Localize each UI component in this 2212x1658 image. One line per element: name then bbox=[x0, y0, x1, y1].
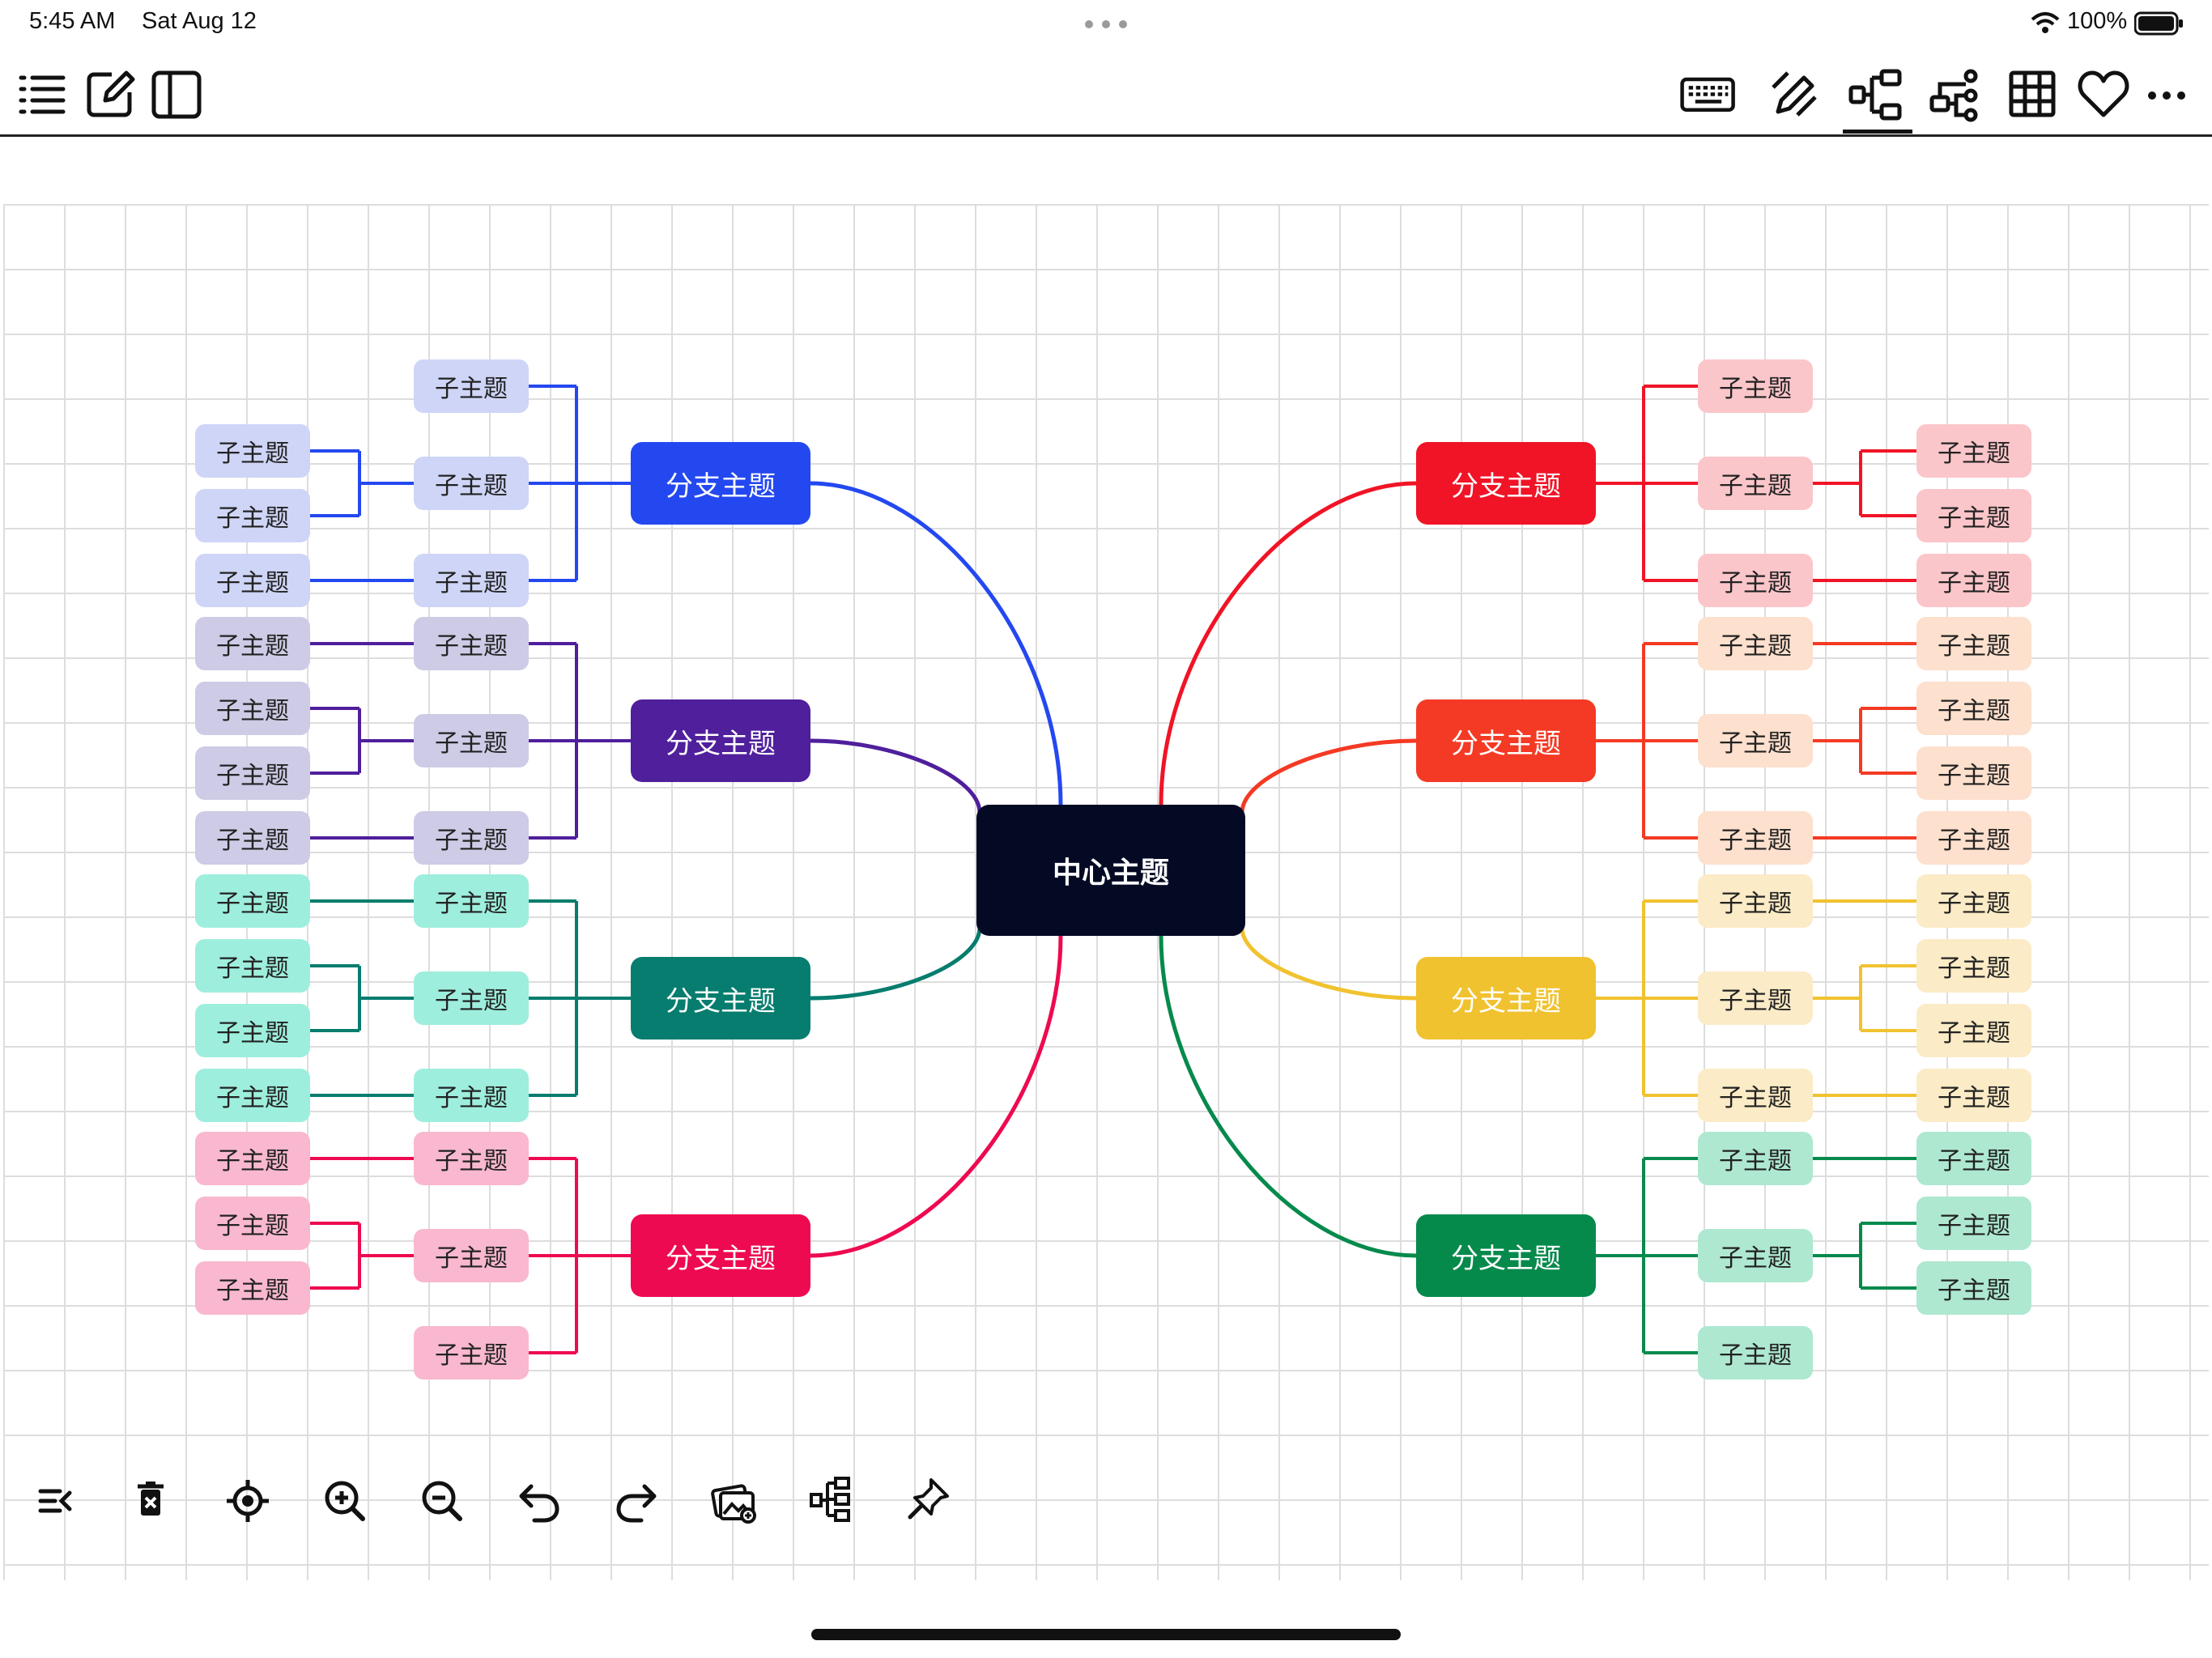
branch-topic[interactable]: 分支主题 bbox=[1416, 699, 1596, 782]
subtopic[interactable]: 子主题 bbox=[414, 554, 529, 607]
locate-center-icon[interactable] bbox=[214, 1465, 282, 1533]
subtopic-level2[interactable]: 子主题 bbox=[195, 811, 310, 865]
wifi-icon bbox=[2031, 11, 2060, 34]
status-time: 5:45 AM bbox=[29, 8, 116, 34]
subtopic-level2[interactable]: 子主题 bbox=[195, 424, 310, 478]
branch-topic[interactable]: 分支主题 bbox=[631, 1214, 810, 1297]
subtopic-level2[interactable]: 子主题 bbox=[195, 617, 310, 670]
subtopic-level2[interactable]: 子主题 bbox=[1916, 811, 2031, 865]
subtopic[interactable]: 子主题 bbox=[1698, 1229, 1813, 1282]
outline-list-icon[interactable] bbox=[13, 65, 71, 123]
home-indicator bbox=[811, 1629, 1401, 1640]
subtopic[interactable]: 子主题 bbox=[1698, 1069, 1813, 1122]
subtopic[interactable]: 子主题 bbox=[1698, 874, 1813, 928]
subtopic[interactable]: 子主题 bbox=[1698, 554, 1813, 607]
battery-percent: 100% bbox=[2067, 8, 2128, 34]
status-bar: 5:45 AM Sat Aug 12 100% bbox=[0, 0, 2212, 50]
layout-structure-icon[interactable] bbox=[797, 1465, 865, 1533]
active-tab-underline bbox=[1843, 130, 1912, 134]
heart-icon[interactable] bbox=[2074, 65, 2133, 123]
edit-note-icon[interactable] bbox=[81, 65, 139, 123]
redo-icon[interactable] bbox=[602, 1465, 670, 1533]
subtopic-level2[interactable]: 子主题 bbox=[1916, 1004, 2031, 1057]
top-toolbar bbox=[0, 50, 2212, 137]
center-topic[interactable]: 中心主题 bbox=[976, 805, 1245, 936]
subtopic[interactable]: 子主题 bbox=[414, 457, 529, 510]
subtopic[interactable]: 子主题 bbox=[414, 1132, 529, 1185]
subtopic[interactable]: 子主题 bbox=[1698, 714, 1813, 767]
subtopic[interactable]: 子主题 bbox=[414, 1069, 529, 1122]
subtopic-level2[interactable]: 子主题 bbox=[1916, 939, 2031, 993]
zoom-out-icon[interactable] bbox=[408, 1465, 476, 1533]
branch-topic[interactable]: 分支主题 bbox=[1416, 957, 1596, 1039]
subtopic-level2[interactable]: 子主题 bbox=[1916, 617, 2031, 670]
subtopic-level2[interactable]: 子主题 bbox=[195, 1069, 310, 1122]
mindmap-structure-icon[interactable] bbox=[1846, 65, 1904, 123]
grid-table-icon[interactable] bbox=[2003, 65, 2061, 123]
subtopic-level2[interactable]: 子主题 bbox=[195, 874, 310, 928]
subtopic[interactable]: 子主题 bbox=[1698, 617, 1813, 670]
more-icon[interactable] bbox=[2138, 65, 2196, 123]
subtopic-level2[interactable]: 子主题 bbox=[1916, 554, 2031, 607]
sidebar-panel-icon[interactable] bbox=[147, 65, 206, 123]
subtopic-level2[interactable]: 子主题 bbox=[1916, 874, 2031, 928]
subtopic[interactable]: 子主题 bbox=[1698, 1132, 1813, 1185]
subtopic-level2[interactable]: 子主题 bbox=[1916, 746, 2031, 800]
battery-icon bbox=[2133, 11, 2184, 36]
branch-topic[interactable]: 分支主题 bbox=[631, 442, 810, 525]
subtopic[interactable]: 子主题 bbox=[414, 1229, 529, 1282]
multitasking-dots-icon[interactable] bbox=[1083, 18, 1129, 29]
subtopic-level2[interactable]: 子主题 bbox=[195, 554, 310, 607]
bottom-toolbar bbox=[16, 1465, 988, 1538]
magic-pin-icon[interactable] bbox=[894, 1465, 962, 1533]
subtopic-level2[interactable]: 子主题 bbox=[1916, 1261, 2031, 1315]
subtopic-level2[interactable]: 子主题 bbox=[195, 489, 310, 542]
subtopic-level2[interactable]: 子主题 bbox=[195, 1132, 310, 1185]
keyboard-icon[interactable] bbox=[1679, 65, 1744, 123]
subtopic-level2[interactable]: 子主题 bbox=[1916, 489, 2031, 542]
collapse-panel-icon[interactable] bbox=[19, 1465, 87, 1533]
branch-topic[interactable]: 分支主题 bbox=[631, 957, 810, 1039]
subtopic-level2[interactable]: 子主题 bbox=[1916, 424, 2031, 478]
subtopic[interactable]: 子主题 bbox=[1698, 359, 1813, 413]
branch-topic[interactable]: 分支主题 bbox=[631, 699, 810, 782]
subtopic-level2[interactable]: 子主题 bbox=[195, 1004, 310, 1057]
subtopic-level2[interactable]: 子主题 bbox=[1916, 1132, 2031, 1185]
subtopic[interactable]: 子主题 bbox=[1698, 971, 1813, 1025]
subtopic[interactable]: 子主题 bbox=[1698, 457, 1813, 510]
subtopic[interactable]: 子主题 bbox=[1698, 811, 1813, 865]
subtopic[interactable]: 子主题 bbox=[414, 874, 529, 928]
branch-topic[interactable]: 分支主题 bbox=[1416, 442, 1596, 525]
subtopic[interactable]: 子主题 bbox=[414, 359, 529, 413]
insert-image-icon[interactable] bbox=[700, 1465, 768, 1533]
pen-draw-icon[interactable] bbox=[1765, 65, 1823, 123]
subtopic[interactable]: 子主题 bbox=[414, 971, 529, 1025]
subtopic[interactable]: 子主题 bbox=[414, 1326, 529, 1380]
subtopic-level2[interactable]: 子主题 bbox=[1916, 1069, 2031, 1122]
subtopic-level2[interactable]: 子主题 bbox=[195, 1261, 310, 1315]
tree-layout-icon[interactable] bbox=[1925, 65, 1984, 123]
subtopic[interactable]: 子主题 bbox=[414, 617, 529, 670]
subtopic[interactable]: 子主题 bbox=[414, 714, 529, 767]
zoom-in-icon[interactable] bbox=[311, 1465, 379, 1533]
subtopic-level2[interactable]: 子主题 bbox=[195, 1197, 310, 1250]
subtopic-level2[interactable]: 子主题 bbox=[1916, 1197, 2031, 1250]
subtopic-level2[interactable]: 子主题 bbox=[195, 746, 310, 800]
undo-icon[interactable] bbox=[505, 1465, 573, 1533]
subtopic-level2[interactable]: 子主题 bbox=[195, 939, 310, 993]
subtopic-level2[interactable]: 子主题 bbox=[195, 682, 310, 735]
branch-topic[interactable]: 分支主题 bbox=[1416, 1214, 1596, 1297]
subtopic[interactable]: 子主题 bbox=[1698, 1326, 1813, 1380]
subtopic[interactable]: 子主题 bbox=[414, 811, 529, 865]
delete-icon[interactable] bbox=[117, 1465, 185, 1533]
subtopic-level2[interactable]: 子主题 bbox=[1916, 682, 2031, 735]
status-date: Sat Aug 12 bbox=[142, 8, 257, 34]
